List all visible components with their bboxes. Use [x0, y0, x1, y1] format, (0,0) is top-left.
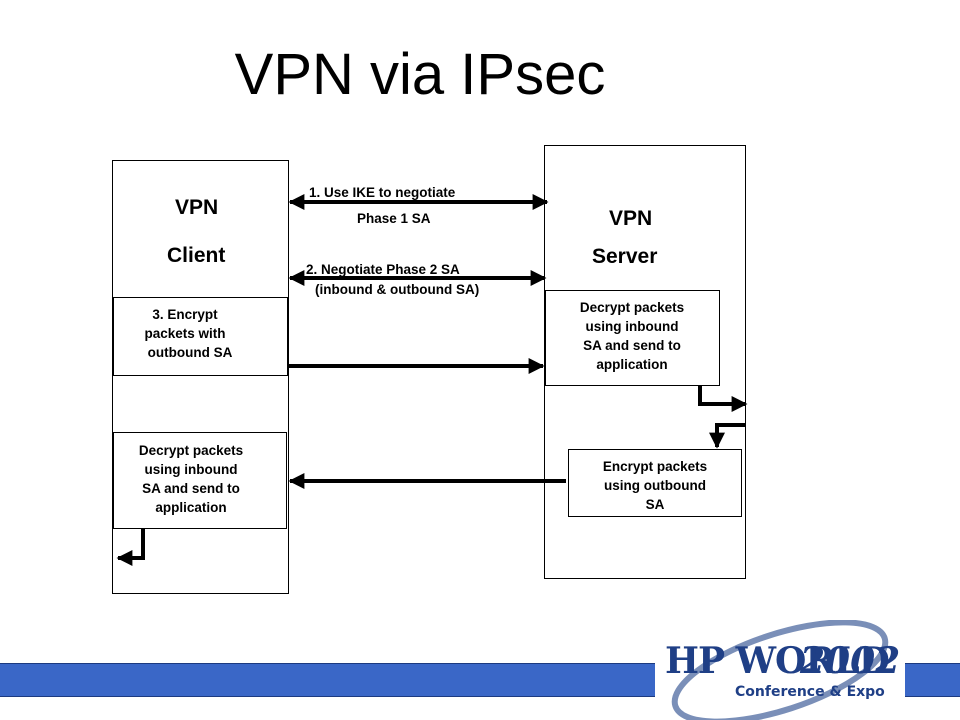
client-label-vpn: VPN [175, 196, 219, 219]
server-label-vpn: VPN [609, 207, 653, 230]
server-encrypt-line: using outbound [604, 478, 706, 493]
logo-year: 2002 [800, 640, 901, 682]
client-decrypt-line: using inbound [144, 462, 238, 477]
server-encrypt-line: Encrypt packets [602, 459, 708, 474]
logo-swoosh-icon [671, 620, 889, 720]
server-decrypt-line: SA and send to [583, 338, 681, 353]
client-decrypt-line: SA and send to [142, 481, 240, 496]
server-input-arrow [709, 423, 746, 449]
server-decrypt-box [545, 290, 720, 386]
client-output-arrow [116, 529, 145, 566]
logo-brand: HP WORLD [665, 640, 890, 682]
slide-title: VPN via IPsec [234, 42, 606, 107]
server-decrypt-text: Decrypt packets using inbound SA and sen… [557, 298, 707, 374]
client-encrypt-text: 3. Encrypt packets with outbound SA [130, 305, 240, 362]
server-encrypt-box [568, 449, 742, 517]
client-encrypt-line: packets with [144, 326, 226, 341]
logo-subtitle: Conference & Expo [735, 684, 885, 700]
client-label-client: Client [167, 244, 226, 267]
hp-world-logo [655, 620, 905, 720]
step1-sublabel: Phase 1 SA [357, 211, 431, 226]
client-decrypt-line: application [155, 500, 227, 515]
client-decrypt-line: Decrypt packets [138, 443, 244, 458]
client-encrypt-line: outbound SA [147, 345, 233, 360]
server-decrypt-line: Decrypt packets [579, 300, 685, 315]
client-encrypt-box [113, 297, 288, 376]
server-encrypt-text: Encrypt packets using outbound SA [580, 457, 730, 514]
client-decrypt-box [113, 432, 287, 529]
server-decrypt-line: using inbound [585, 319, 679, 334]
server-decrypt-line: application [596, 357, 668, 372]
server-encrypt-line: SA [645, 497, 665, 512]
client-decrypt-text: Decrypt packets using inbound SA and sen… [116, 441, 266, 517]
server-output-arrow [698, 386, 748, 412]
client-encrypt-line: 3. Encrypt [152, 307, 218, 322]
server-label-server: Server [592, 245, 658, 268]
